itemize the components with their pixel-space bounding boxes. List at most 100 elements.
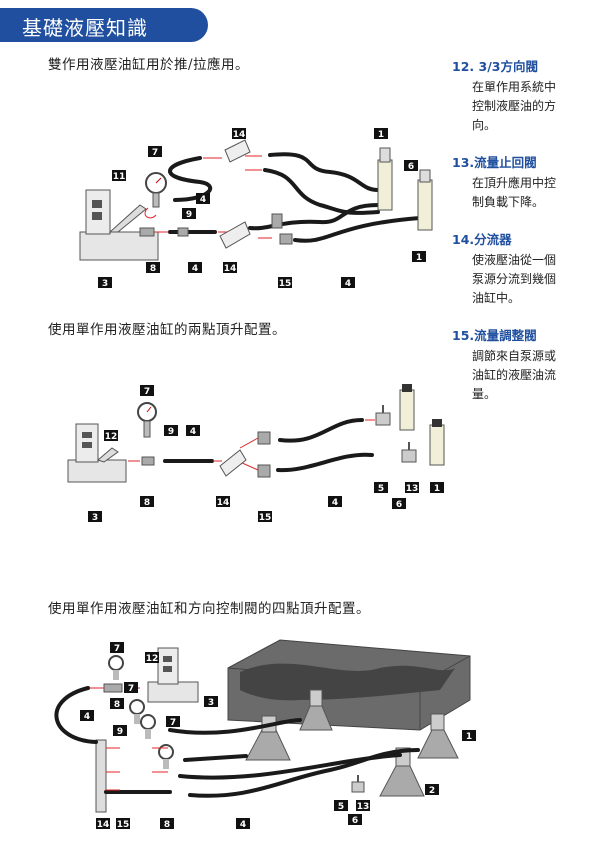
legend-line: 控制液壓油的方 <box>472 99 557 113</box>
legend-line: 油缸中。 <box>472 291 521 305</box>
legend-title: 14.分流器 <box>452 232 512 247</box>
svg-text:4: 4 <box>240 820 246 830</box>
svg-text:6: 6 <box>396 500 402 510</box>
pressure-gauge-icon <box>158 744 174 769</box>
svg-text:4: 4 <box>332 498 338 508</box>
hose <box>293 216 422 243</box>
legend-line: 泵源分流到幾個 <box>472 272 557 286</box>
hand-pump-icon <box>79 189 159 261</box>
svg-text:12: 12 <box>105 432 118 442</box>
manifold-icon <box>224 139 251 163</box>
svg-text:7: 7 <box>114 644 120 654</box>
svg-text:4: 4 <box>84 712 90 722</box>
svg-text:13: 13 <box>406 484 419 494</box>
load-block <box>227 639 471 731</box>
legend-body: 在頂升應用中控 制負載下降。 <box>472 174 592 212</box>
svg-text:14: 14 <box>217 498 230 508</box>
svg-text:4: 4 <box>345 279 351 289</box>
hose <box>276 452 374 473</box>
svg-text:7: 7 <box>128 684 134 694</box>
svg-text:11: 11 <box>113 172 126 182</box>
svg-text:14: 14 <box>224 264 237 274</box>
hand-pump-icon <box>67 423 127 483</box>
pressure-gauge-icon <box>145 172 167 208</box>
diagram-two-point-lift: 7 12 9 4 3 8 14 15 4 5 13 1 6 <box>67 384 445 523</box>
cylinder-jack-icon <box>417 713 459 759</box>
hose <box>183 754 248 762</box>
svg-text:5: 5 <box>378 484 384 494</box>
svg-text:15: 15 <box>279 279 292 289</box>
svg-text:8: 8 <box>114 700 120 710</box>
svg-text:15: 15 <box>259 513 272 523</box>
legend-item-12: 12. 3/3方向閥 在單作用系統中 控制液壓油的方 向。 <box>452 56 592 135</box>
legend-line: 量。 <box>472 387 497 401</box>
svg-text:1: 1 <box>434 484 440 494</box>
cylinder-icon <box>417 169 433 231</box>
svg-text:5: 5 <box>338 802 344 812</box>
caption-section1: 雙作用液壓油缸用於推/拉應用。 <box>48 57 250 73</box>
svg-text:7: 7 <box>170 718 176 728</box>
cylinder-icon <box>377 147 393 211</box>
hose <box>54 686 98 744</box>
diagram-double-acting: 14 1 7 6 11 4 9 1 3 8 4 14 15 4 <box>79 128 433 289</box>
hose <box>248 203 380 231</box>
svg-text:6: 6 <box>408 162 414 172</box>
manifold-icon <box>219 221 251 249</box>
callout-labels: 7 12 9 4 3 8 14 15 4 5 13 1 6 <box>88 385 444 523</box>
svg-text:8: 8 <box>144 498 150 508</box>
legend-body: 在單作用系統中 控制液壓油的方 向。 <box>472 78 592 135</box>
svg-text:9: 9 <box>117 727 123 737</box>
svg-text:14: 14 <box>97 820 110 830</box>
svg-text:13: 13 <box>357 802 370 812</box>
caption-section3: 使用單作用液壓油缸和方向控制閥的四點頂升配置。 <box>48 601 370 617</box>
legend-line: 制負載下降。 <box>472 195 545 209</box>
legend-line: 在頂升應用中控 <box>472 176 557 190</box>
hand-pump-icon <box>147 647 199 703</box>
pressure-gauge-icon <box>137 402 157 438</box>
legend-line: 在單作用系統中 <box>472 80 557 94</box>
header-banner <box>0 8 208 42</box>
svg-text:1: 1 <box>466 732 472 742</box>
legend-title: 15.流量調整閥 <box>452 328 537 343</box>
svg-text:14: 14 <box>233 130 246 140</box>
callout-labels: 14 1 7 6 11 4 9 1 3 8 4 14 15 4 <box>98 128 426 289</box>
manifold-icon <box>95 739 107 813</box>
pressure-gauge-icon <box>129 699 145 724</box>
cylinder-jack-icon <box>299 689 333 731</box>
valve-icon <box>375 405 391 426</box>
legend-line: 向。 <box>472 118 497 132</box>
legend-line: 油缸的液壓油流 <box>472 368 557 382</box>
svg-text:4: 4 <box>200 195 206 205</box>
svg-text:12: 12 <box>146 654 159 664</box>
hose <box>168 718 302 735</box>
svg-text:8: 8 <box>164 820 170 830</box>
svg-text:9: 9 <box>168 427 174 437</box>
svg-text:3: 3 <box>208 698 214 708</box>
legend-item-13: 13.流量止回閥 在頂升應用中控 制負載下降。 <box>452 152 592 212</box>
pressure-gauge-icon <box>140 714 156 739</box>
legend-body: 調節來自泵源或 油缸的液壓油流 量。 <box>472 347 592 404</box>
svg-text:7: 7 <box>144 387 150 397</box>
svg-text:4: 4 <box>192 264 198 274</box>
svg-text:7: 7 <box>152 148 158 158</box>
caption-section2: 使用單作用液壓油缸的兩點頂升配置。 <box>48 322 286 338</box>
legend-body: 使液壓油從一個 泵源分流到幾個 油缸中。 <box>472 251 592 308</box>
legend-item-15: 15.流量調整閥 調節來自泵源或 油缸的液壓油流 量。 <box>452 325 592 404</box>
legend-item-14: 14.分流器 使液壓油從一個 泵源分流到幾個 油缸中。 <box>452 229 592 308</box>
valve-icon <box>401 442 417 463</box>
svg-text:3: 3 <box>102 279 108 289</box>
legend-line: 使液壓油從一個 <box>472 253 557 267</box>
svg-text:2: 2 <box>429 786 435 796</box>
cylinder-icon <box>399 384 415 431</box>
svg-text:6: 6 <box>352 816 358 826</box>
svg-text:1: 1 <box>416 253 422 263</box>
cylinder-icon <box>429 419 445 466</box>
legend-title: 12. 3/3方向閥 <box>452 59 538 74</box>
svg-text:9: 9 <box>186 210 192 220</box>
hose <box>278 418 364 443</box>
svg-text:1: 1 <box>378 130 384 140</box>
svg-text:15: 15 <box>117 820 130 830</box>
valve-icon <box>351 775 365 793</box>
legend-line: 調節來自泵源或 <box>472 349 557 363</box>
page-title: 基礎液壓知識 <box>22 16 148 40</box>
